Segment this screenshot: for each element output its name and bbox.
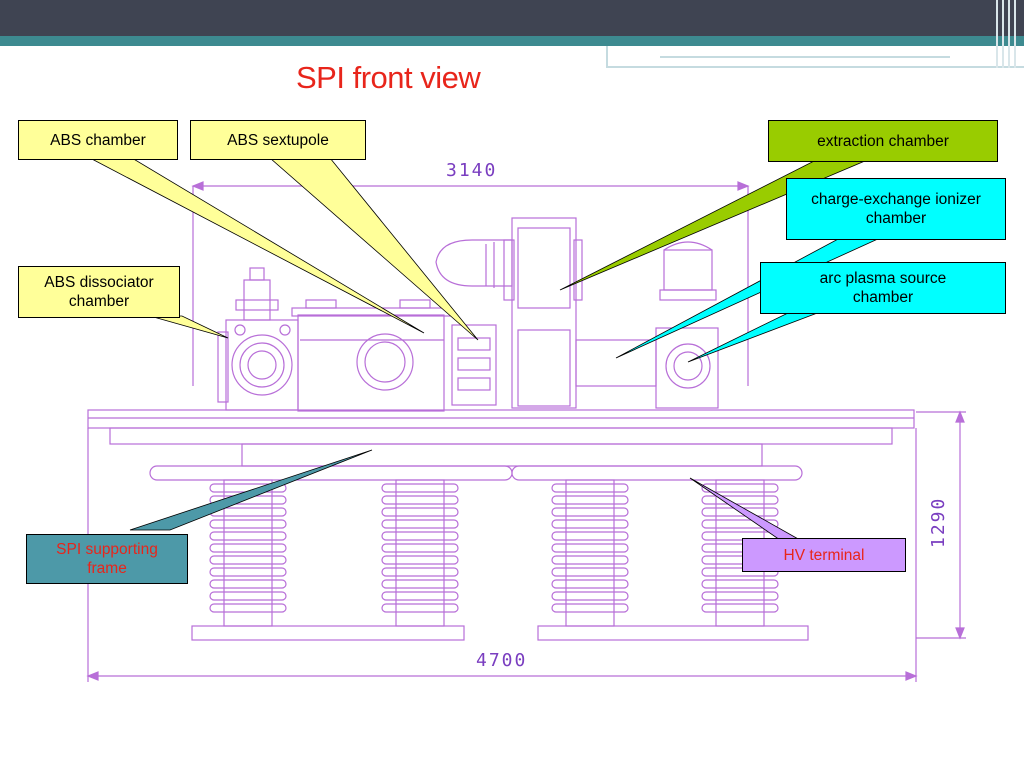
label-extraction-chamber: extraction chamber [768, 120, 998, 162]
label-spi-supporting-frame: SPI supporting frame [26, 534, 188, 584]
insulator-stack [551, 479, 629, 627]
header-decoration-line [660, 56, 950, 58]
label-arc-plasma-source: arc plasma source chamber [760, 262, 1006, 314]
header-decoration [606, 46, 1024, 68]
slide-title: SPI front view [296, 60, 481, 95]
dimension-bottom-width: 4700 [476, 650, 528, 671]
label-abs-sextupole: ABS sextupole [190, 120, 366, 160]
label-charge-exchange-ionizer: charge-exchange ionizer chamber [786, 178, 1006, 240]
label-abs-dissociator: ABS dissociator chamber [18, 266, 180, 318]
label-abs-chamber: ABS chamber [18, 120, 178, 160]
header-stripe [996, 0, 998, 68]
dimension-height: 1290 [928, 496, 949, 548]
header-bar [0, 0, 1024, 36]
header-stripe [1014, 0, 1016, 68]
dimension-top-width: 3140 [446, 160, 498, 181]
header-accent-bar [0, 36, 1024, 46]
header-stripe [1008, 0, 1010, 68]
insulator-stack [381, 479, 459, 627]
header-stripe [1002, 0, 1004, 68]
label-hv-terminal: HV terminal [742, 538, 906, 572]
